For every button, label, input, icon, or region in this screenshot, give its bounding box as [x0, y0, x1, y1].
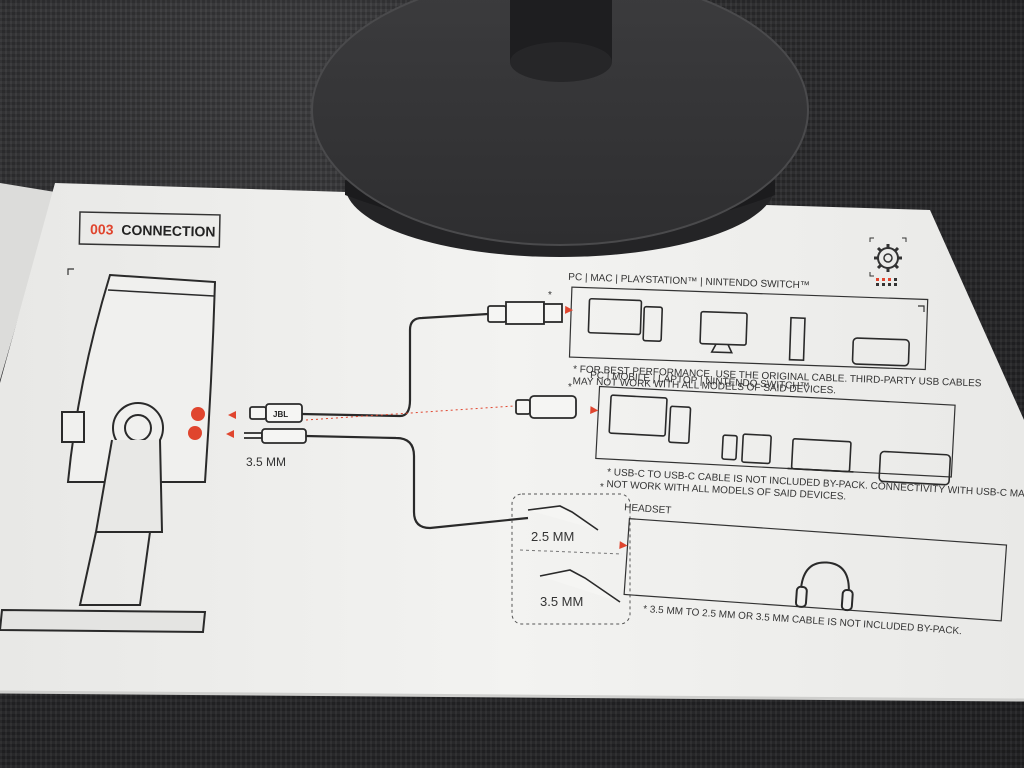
mic-stand-base: [311, 0, 809, 257]
booklet-page: [0, 183, 1024, 702]
headset-title: HEADSET: [624, 502, 672, 516]
microphone-illustration: [0, 273, 217, 634]
usba-asterisk: *: [548, 290, 552, 301]
section-title: CONNECTION: [121, 222, 215, 240]
left-page: [0, 183, 55, 380]
settings-gear-icon: [869, 237, 907, 286]
section-header: 003 CONNECTION: [78, 211, 221, 248]
corner-marks: [67, 268, 925, 312]
usbc-plug: [515, 395, 577, 419]
svg-text:003 CONNECTION: 003 CONNECTION: [90, 221, 216, 240]
usbc-asterisk: *: [568, 382, 572, 393]
headset-adapter-box: * 2.5 MM 3.5 MM: [511, 482, 631, 625]
cables: [301, 312, 529, 530]
usbc-cable-plug: JBL: [249, 403, 303, 423]
headset-option-b: 3.5 MM: [540, 594, 583, 609]
port-markers: [188, 407, 236, 440]
jack-size-label: 3.5 MM: [246, 455, 286, 469]
usbc-device-icons: [608, 394, 952, 486]
section-number: 003: [90, 221, 114, 237]
usba-plug: [487, 301, 563, 325]
headset-option-a: 2.5 MM: [531, 529, 574, 544]
red-arrow-icon: [226, 411, 236, 438]
headset-asterisk: *: [600, 482, 604, 493]
cable-brand-label: JBL: [273, 410, 288, 419]
usba-device-icons: [587, 297, 910, 367]
headphones-icon: [794, 561, 854, 612]
